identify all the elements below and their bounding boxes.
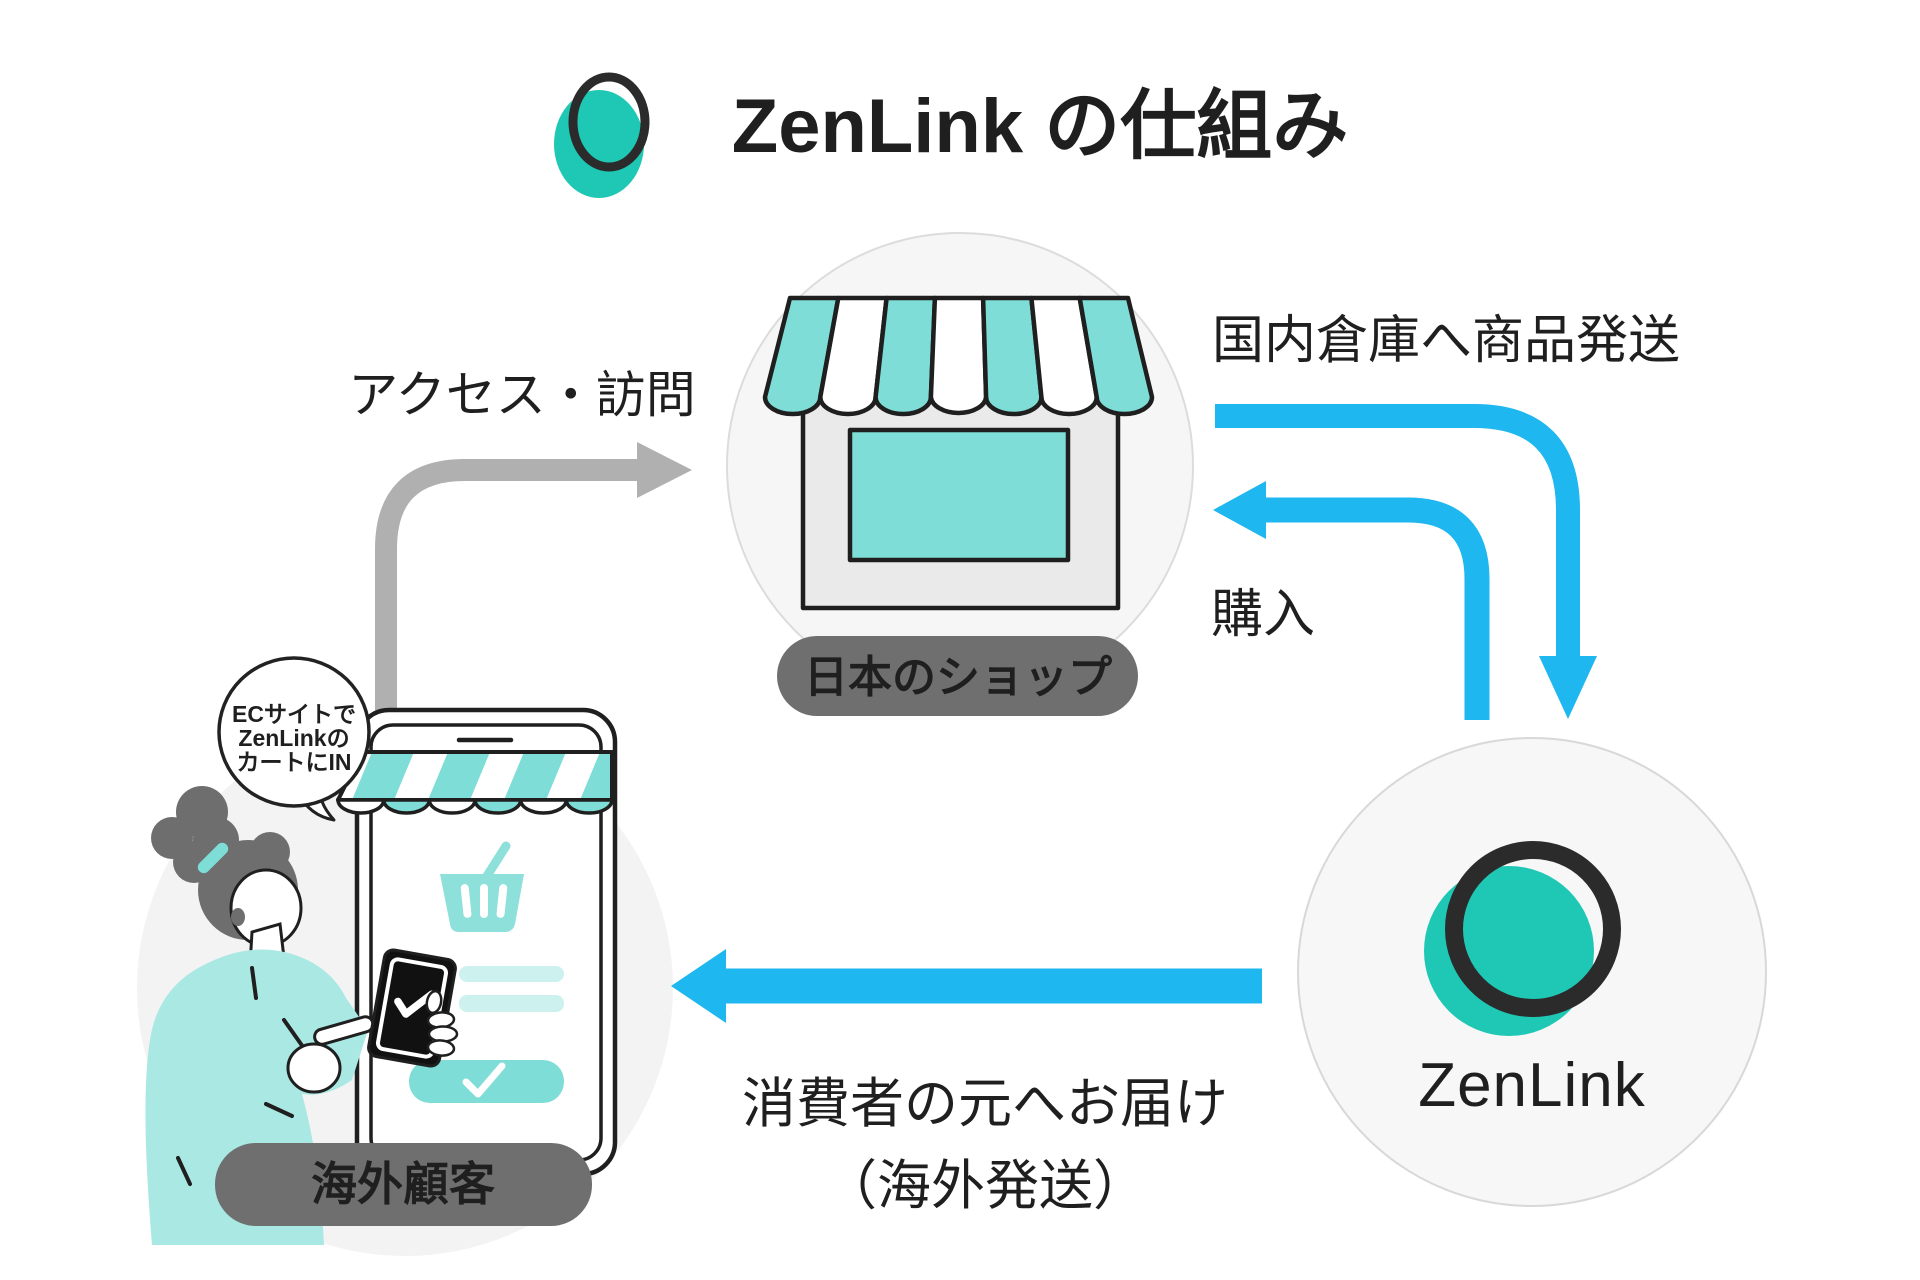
holding-hand [425, 989, 459, 1057]
purchase-arrow [1213, 481, 1490, 720]
zenlink-label: ZenLink [1418, 1051, 1646, 1120]
ship-arrow [1215, 404, 1597, 719]
logo-ring [1445, 841, 1621, 1017]
confirm-button-graphic [409, 1060, 564, 1103]
deliver-label-line-1: 消費者の元へお届け [742, 1074, 1228, 1134]
logo-blob [554, 90, 644, 198]
logo-ring [568, 72, 650, 172]
zenlink-logo-large-icon [1424, 841, 1621, 1036]
arrow-head-right-icon [637, 442, 692, 498]
speech-bubble-line-3: カートにIN [237, 749, 352, 775]
customer-label-pill [215, 1143, 592, 1226]
deliver-label-line-2: （海外発送） [823, 1156, 1147, 1216]
access-arrow [375, 442, 692, 715]
deliver-arrow [671, 949, 1262, 1023]
overseas-customer-node: ECサイトで ZenLinkの カートにIN 海外顧客 [137, 656, 673, 1256]
shop-label-pill [777, 636, 1138, 716]
zenlink-logo-icon [554, 72, 650, 198]
page-title: ZenLink の仕組み [732, 84, 1348, 169]
ear [231, 908, 245, 926]
hair-tie [197, 842, 229, 874]
zenlink-node: ZenLink [1297, 737, 1767, 1207]
smartphone-icon [336, 707, 618, 1177]
speech-bubble: ECサイトで ZenLinkの カートにIN [217, 656, 371, 822]
arrow-head-left-icon [1213, 481, 1266, 539]
customer-label: 海外顧客 [311, 1158, 495, 1210]
speech-bubble-line-2: ZenLinkの [238, 725, 349, 751]
shop-label: 日本のショップ [804, 653, 1112, 702]
ship-to-warehouse-label: 国内倉庫へ商品発送 [1212, 312, 1680, 370]
arrow-head-down-icon [1539, 656, 1597, 719]
list-row [459, 995, 564, 1012]
shopping-basket-icon [440, 841, 524, 932]
japan-shop-node: 日本のショップ [726, 232, 1194, 716]
checkmark-icon [462, 1062, 506, 1098]
logo-blob [1424, 866, 1594, 1036]
storefront-icon [762, 295, 1155, 611]
checkmark-icon [394, 990, 436, 1018]
storefront-window [847, 427, 1071, 563]
speech-bubble-line-1: ECサイトで [232, 701, 356, 727]
list-row [459, 966, 564, 982]
purchase-label: 購入 [1211, 586, 1315, 644]
phone-awning [336, 750, 614, 815]
arrow-head-left-icon [671, 949, 726, 1023]
access-label: アクセス・訪問 [348, 367, 696, 423]
storefront-awning [762, 295, 1155, 417]
pointing-hand [286, 1015, 375, 1094]
